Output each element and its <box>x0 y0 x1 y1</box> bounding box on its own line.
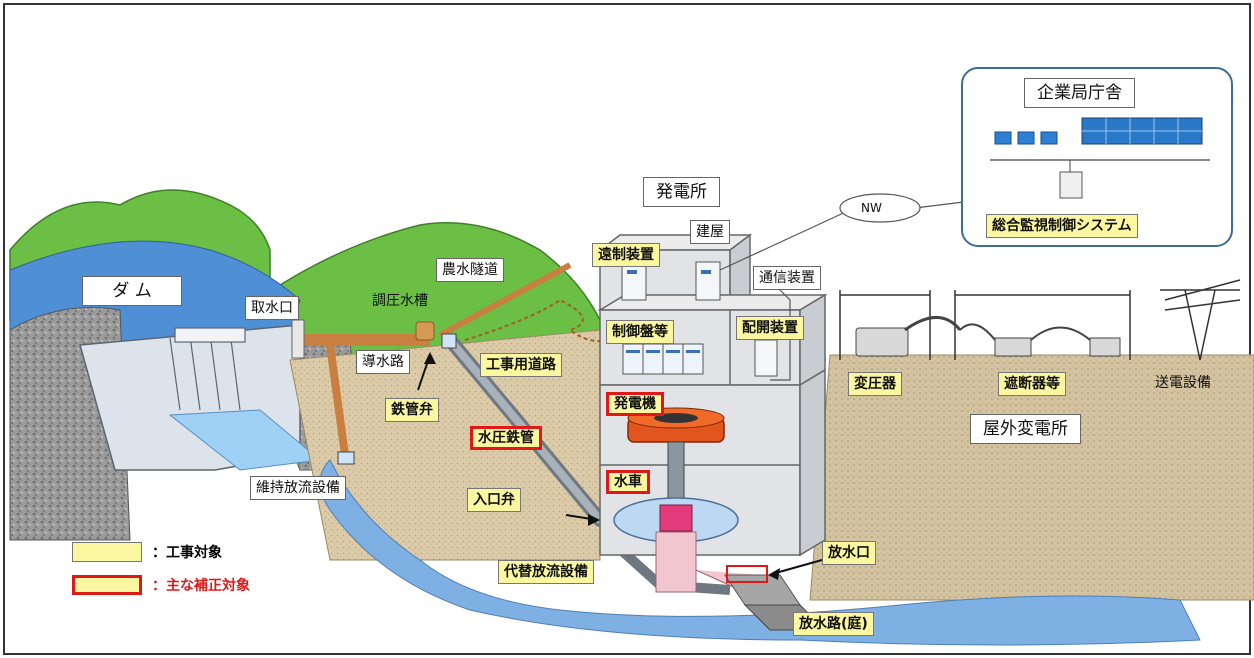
breaker-wires <box>959 323 1091 341</box>
label-monitoring-system: 総合監視制御システム <box>986 214 1138 238</box>
surge-tank <box>415 321 435 341</box>
tunnel-dotted <box>464 298 611 343</box>
label-transformer: 変圧器 <box>848 372 902 396</box>
label-building: 建屋 <box>690 220 730 244</box>
label-surge-tank: 調圧水槽 <box>372 293 428 309</box>
label-penstock: 水圧鉄管 <box>470 426 542 450</box>
nw-ellipse <box>839 193 921 223</box>
dam-spillway <box>169 327 246 411</box>
label-intake: 取水口 <box>245 296 299 320</box>
label-nw: NW <box>861 201 882 215</box>
legend-work-swatch <box>72 542 142 562</box>
label-tunnel: 農水隧道 <box>436 258 504 282</box>
label-maintenance-discharge: 維持放流設備 <box>250 476 346 500</box>
label-power-station: 発電所 <box>643 177 720 207</box>
office-panel <box>961 67 1233 247</box>
label-comm-device: 通信装置 <box>753 266 821 290</box>
breaker-2 <box>1089 337 1121 357</box>
switchgear-cabinet <box>754 339 778 377</box>
transmission-lines <box>1164 279 1241 311</box>
maintenance-pipe <box>326 344 349 456</box>
label-inlet-valve: 入口弁 <box>467 488 521 512</box>
label-pipe-valve: 鉄管弁 <box>385 398 439 422</box>
intake-gate <box>291 319 305 359</box>
legend-correction-swatch <box>72 575 142 595</box>
label-switchgear: 配開装置 <box>736 316 804 340</box>
label-generator: 発電機 <box>606 392 664 416</box>
label-transmission: 送電設備 <box>1155 375 1211 391</box>
frame <box>3 3 1251 655</box>
transformer-wire <box>904 316 962 332</box>
label-office: 企業局庁舎 <box>1024 78 1135 108</box>
remote-to-nw-line <box>719 209 851 271</box>
river <box>319 459 1201 646</box>
pipe-valve-box <box>441 333 457 349</box>
maintenance-valve-box <box>337 451 355 465</box>
label-alt-discharge: 代替放流設備 <box>498 560 594 584</box>
transformer-body <box>855 327 909 357</box>
label-breaker: 遮断器等 <box>998 372 1066 396</box>
legend-correction-text: ：主な補正対象 <box>152 578 250 594</box>
label-tailrace: 放水路(庭) <box>793 612 874 636</box>
label-work-road: 工事用道路 <box>480 353 562 377</box>
remote-control-cabinets <box>621 261 721 301</box>
generator-unit <box>627 407 725 513</box>
tunnel-pipe <box>438 262 572 338</box>
office-monitors <box>990 117 1210 199</box>
control-panel-cabinets <box>622 343 704 375</box>
label-turbine: 水車 <box>606 470 650 494</box>
outlet-highlight <box>726 565 768 583</box>
comm-link-line <box>769 279 791 381</box>
legend-work-text: ：工事対象 <box>152 545 222 561</box>
label-outlet: 放水口 <box>822 541 876 565</box>
label-dam: ダ ム <box>82 276 182 306</box>
label-headrace: 導水路 <box>356 350 410 374</box>
arrow-heads <box>424 352 780 580</box>
label-control-panel: 制御盤等 <box>606 320 674 344</box>
breaker-1 <box>994 337 1032 357</box>
outlet-structure <box>724 574 801 606</box>
label-outdoor-substation: 屋外変電所 <box>970 414 1081 444</box>
label-remote-control: 遠制装置 <box>592 243 660 267</box>
